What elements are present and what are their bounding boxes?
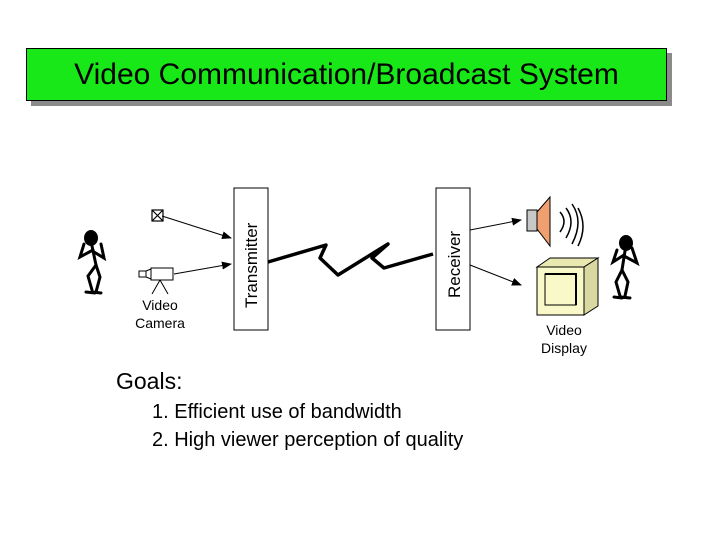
camera-to-transmitter-arrow xyxy=(173,261,232,275)
video-camera-icon xyxy=(138,267,174,295)
camera-label-line1: Video xyxy=(142,297,178,313)
goal-item: 2. High viewer perception of quality xyxy=(152,429,464,451)
display-label-line1: Video xyxy=(546,322,582,338)
video-display-icon xyxy=(535,257,600,316)
goal-item: 1. Efficient use of bandwidth xyxy=(152,401,402,423)
camera-label-line2: Camera xyxy=(135,315,185,331)
audio-to-transmitter-arrow xyxy=(161,215,232,240)
receiver-box xyxy=(435,187,471,331)
audio-source-icon xyxy=(151,209,164,222)
page-title: Video Communication/Broadcast System xyxy=(74,57,619,91)
display-label-line2: Display xyxy=(541,340,587,356)
viewer-person-left-icon xyxy=(77,230,107,295)
title-banner: Video Communication/Broadcast System xyxy=(26,48,667,101)
transmitter-label: Transmitter xyxy=(242,222,261,308)
viewer-person-right-icon xyxy=(610,235,640,300)
transmitter-box xyxy=(233,187,269,331)
speaker-icon xyxy=(526,195,584,248)
channel-link xyxy=(267,242,434,277)
receiver-to-display-arrow xyxy=(469,264,522,286)
goals-list: 1. Efficient use of bandwidth 2. High vi… xyxy=(152,398,463,454)
receiver-to-speaker-arrow xyxy=(469,217,522,231)
receiver-label: Receiver xyxy=(445,231,464,298)
goals-heading: Goals: xyxy=(116,368,183,394)
